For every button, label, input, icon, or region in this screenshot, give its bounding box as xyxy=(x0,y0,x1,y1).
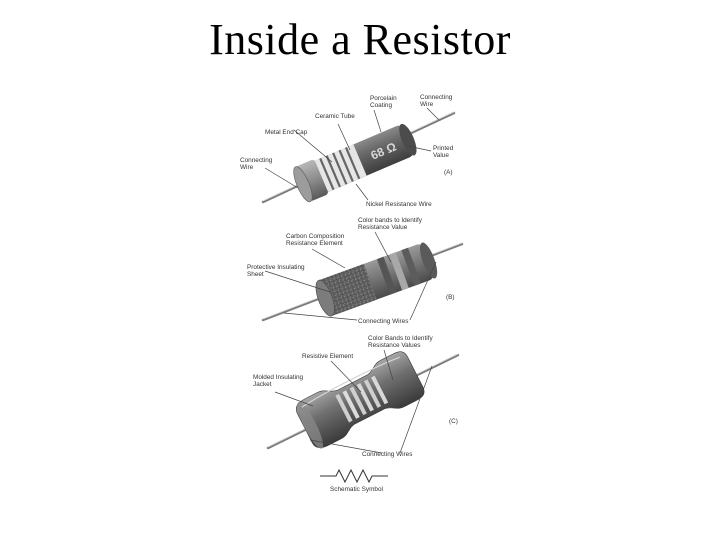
label-metal-end-cap: Metal End Cap xyxy=(265,129,308,136)
label-printed-value: Printed Value xyxy=(433,145,455,159)
label-tag-a: (A) xyxy=(444,169,453,176)
resistor-c-band-1 xyxy=(335,393,353,423)
resistor-b-band-3 xyxy=(401,247,421,286)
label-porcelain-coating: Porcelain Coating xyxy=(370,95,398,109)
label-carbon-composition: Carbon Composition Resistance Element xyxy=(286,233,346,247)
schematic-symbol: Schematic Symbol xyxy=(320,468,388,493)
resistor-b xyxy=(261,242,464,322)
label-connecting-wires-b: Connecting Wires xyxy=(358,318,408,325)
label-connecting-wires-c: Connecting Wires xyxy=(362,451,412,458)
slide-title: Inside a Resistor xyxy=(209,15,511,64)
resistor-a-metal-end-cap xyxy=(296,159,328,201)
label-protective-sheet: Protective Insulating Sheet xyxy=(247,264,306,278)
label-tag-c: (C) xyxy=(449,418,458,425)
label-connecting-wire-a-left: Connecting Wire xyxy=(240,157,274,171)
resistor-c-band-5 xyxy=(363,379,382,408)
resistor-c xyxy=(266,351,460,450)
label-ceramic-tube: Ceramic Tube xyxy=(315,113,355,120)
resistor-zigzag-icon xyxy=(320,468,388,484)
resistor-c-molded-jacket xyxy=(295,351,425,449)
resistor-c-band-6 xyxy=(371,375,389,405)
label-tag-b: (B) xyxy=(446,294,455,301)
resistor-c-band-3 xyxy=(349,386,367,416)
label-resistive-element: Resistive Element xyxy=(302,353,353,360)
resistor-c-band-2 xyxy=(342,390,360,419)
label-schematic-symbol: Schematic Symbol xyxy=(330,486,383,493)
label-connecting-wire-a-top: Connecting Wire xyxy=(420,94,454,108)
resistor-b-band-1 xyxy=(376,256,397,295)
label-nickel-resistance-wire: Nickel Resistance Wire xyxy=(366,201,432,208)
label-color-bands-c: Color Bands to Identify Resistance Value… xyxy=(368,335,434,349)
resistor-b-band-2 xyxy=(389,252,409,291)
resistor-c-band-4 xyxy=(356,383,374,412)
resistor-a: 68 Ω xyxy=(261,111,456,204)
label-molded-jacket: Molded Insulating Jacket xyxy=(253,374,305,388)
label-color-bands-b: Color bands to Identify Resistance Value xyxy=(358,217,424,231)
